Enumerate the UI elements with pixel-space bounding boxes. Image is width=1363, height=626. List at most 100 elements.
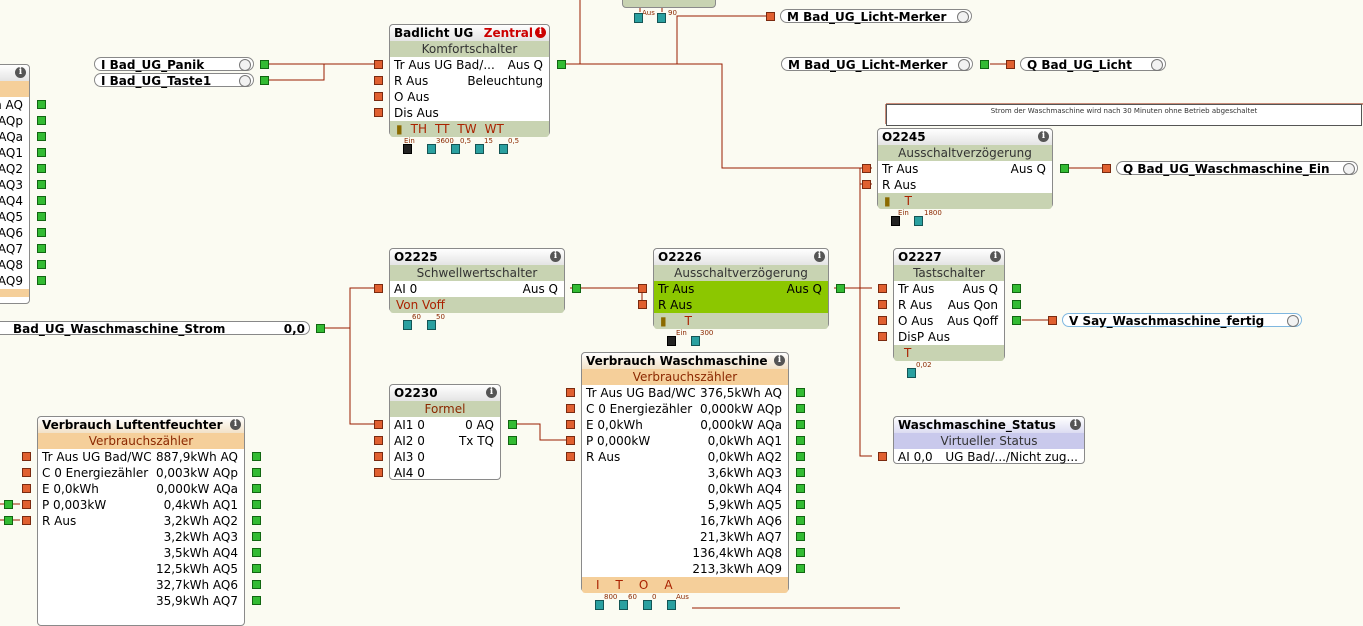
input-pin[interactable] [374,436,383,445]
output-pin[interactable] [508,420,517,429]
output-pin[interactable] [796,452,805,461]
output-pin[interactable] [796,532,805,541]
output-pin[interactable] [1060,164,1069,173]
output-pin[interactable] [796,468,805,477]
input-pin[interactable] [1048,316,1057,325]
param-flag-icon[interactable] [657,13,666,23]
output-pin[interactable] [260,76,269,85]
output-pin[interactable] [252,532,261,541]
input-pin[interactable] [566,452,575,461]
output-pin[interactable] [796,548,805,557]
input-pin[interactable] [374,420,383,429]
input-pin[interactable] [22,516,31,525]
info-icon[interactable]: i [1070,419,1081,430]
output-pin[interactable] [4,516,13,525]
info-icon[interactable]: i [230,419,241,430]
input-pin[interactable] [22,500,31,509]
info-icon[interactable]: i [486,387,497,398]
input-pin[interactable] [566,404,575,413]
info-icon[interactable]: i [774,355,785,366]
param-flag-icon[interactable] [891,216,900,226]
input-pin[interactable] [374,108,383,117]
info-icon[interactable]: i [814,251,825,262]
info-icon[interactable]: i [15,67,26,78]
output-pin[interactable] [37,260,46,269]
input-waschmaschine-strom[interactable]: Bad_UG_Waschmaschine_Strom 0,0 [0,321,310,336]
param-flag-icon[interactable] [634,13,643,23]
output-pin[interactable] [508,436,517,445]
output-pin[interactable] [37,196,46,205]
input-pin[interactable] [374,76,383,85]
param-flag-icon[interactable] [499,144,508,154]
input-pin[interactable] [862,180,871,189]
input-pin[interactable] [374,468,383,477]
input-pin[interactable] [374,452,383,461]
output-pin[interactable] [252,564,261,573]
input-pin[interactable] [1006,60,1015,69]
output-pin[interactable] [252,548,261,557]
input-pin[interactable] [878,316,887,325]
output-pin[interactable] [796,436,805,445]
input-pin[interactable] [878,452,887,461]
input-pin[interactable] [374,284,383,293]
output-pin[interactable] [4,500,13,509]
output-pin[interactable] [836,284,845,293]
input-pin[interactable] [566,388,575,397]
param-flag-icon[interactable] [914,216,923,226]
output-pin[interactable] [252,516,261,525]
output-pin[interactable] [37,116,46,125]
comment-note[interactable]: Strom der Waschmaschine wird nach 30 Min… [886,104,1362,126]
param-flag-icon[interactable] [595,600,604,610]
input-pin[interactable] [638,284,647,293]
output-pin[interactable] [252,484,261,493]
input-pin[interactable] [638,300,647,309]
output-pin[interactable] [252,468,261,477]
input-pin[interactable] [374,92,383,101]
output-pin[interactable] [796,388,805,397]
top-partial-block[interactable] [622,0,716,8]
input-bad-ug-panik[interactable]: I Bad_UG_Panik [94,57,254,72]
output-pin[interactable] [37,164,46,173]
output-pin[interactable] [1012,284,1021,293]
info-icon[interactable]: i [1038,131,1049,142]
input-pin[interactable] [878,284,887,293]
output-pin[interactable] [37,228,46,237]
input-pin[interactable] [766,12,775,21]
output-pin[interactable] [252,596,261,605]
output-pin[interactable] [252,452,261,461]
param-flag-icon[interactable] [643,600,652,610]
output-pin[interactable] [980,60,989,69]
output-merker-2[interactable]: M Bad_UG_Licht-Merker [781,57,973,72]
output-pin[interactable] [37,244,46,253]
output-pin[interactable] [796,484,805,493]
output-pin[interactable] [796,420,805,429]
input-pin[interactable] [862,164,871,173]
input-bad-ug-taste1[interactable]: I Bad_UG_Taste1 [94,73,254,88]
output-pin[interactable] [796,500,805,509]
input-pin[interactable] [22,452,31,461]
param-flag-icon[interactable] [907,368,916,378]
output-pin[interactable] [1012,316,1021,325]
output-pin[interactable] [796,516,805,525]
output-pin[interactable] [37,132,46,141]
param-flag-icon[interactable] [475,144,484,154]
output-pin[interactable] [260,60,269,69]
info-icon[interactable]: i [550,251,561,262]
param-flag-icon[interactable] [667,600,676,610]
input-pin[interactable] [374,60,383,69]
output-pin[interactable] [37,180,46,189]
output-pin[interactable] [37,212,46,221]
output-pin[interactable] [316,324,325,333]
output-pin[interactable] [37,276,46,285]
output-pin[interactable] [796,404,805,413]
output-licht[interactable]: Q Bad_UG_Licht [1020,57,1166,72]
param-flag-icon[interactable] [403,144,412,154]
param-flag-icon[interactable] [691,336,700,346]
